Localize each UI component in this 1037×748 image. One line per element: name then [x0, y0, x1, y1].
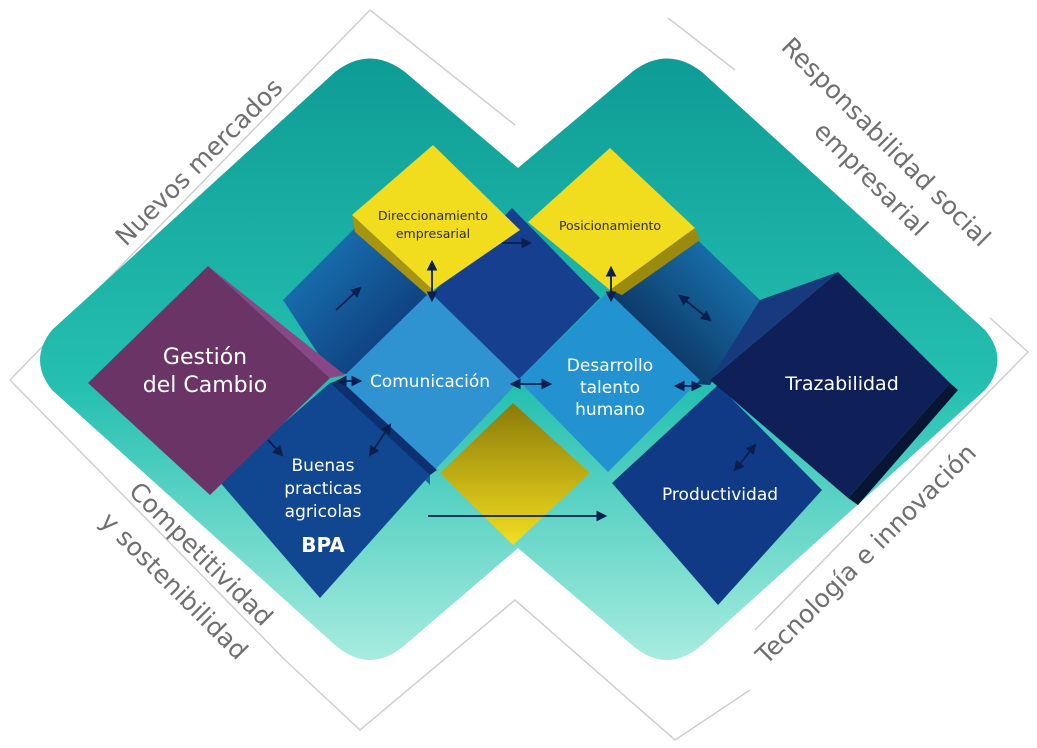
bottom-yellow-diamond — [440, 403, 590, 545]
direccionamiento-shade — [352, 215, 433, 300]
gestion-label-2: del Cambio — [143, 373, 267, 398]
posicionamiento-shade — [610, 228, 700, 295]
buenas-label-1: Buenas — [292, 456, 355, 476]
gestion-label-1: Gestión — [163, 345, 247, 370]
desarrollo-label-2: talento — [580, 378, 640, 398]
desarrollo-label-3: humano — [575, 400, 645, 420]
buenas-label-4: BPA — [301, 533, 345, 557]
desarrollo-block — [518, 292, 700, 472]
direccionamiento-label-1: Direccionamiento — [378, 208, 488, 223]
arrow-gestion-buenas — [267, 439, 284, 457]
outer-frame — [8, 9, 1030, 741]
desarrollo-label-1: Desarrollo — [567, 356, 653, 376]
arrow-posicionamiento-trazabilidad — [678, 294, 712, 322]
gestion-top — [88, 266, 330, 495]
trazabilidad-front — [710, 272, 950, 498]
productividad-label: Productividad — [662, 485, 778, 505]
arrow-gestion-direccionamiento — [335, 286, 362, 311]
trazabilidad-label: Trazabilidad — [784, 373, 899, 395]
buenas-label-2: practicas — [284, 479, 362, 499]
posicionamiento-label: Posicionamiento — [559, 218, 661, 233]
trazabilidad-left — [710, 272, 838, 380]
direccionamiento-block — [352, 145, 520, 290]
productividad-block — [612, 385, 822, 605]
comunicacion-block — [340, 292, 520, 475]
gestion-side — [208, 266, 345, 378]
trazabilidad-side — [848, 383, 958, 505]
direccionamiento-label-2: empresarial — [396, 226, 470, 241]
arrows — [267, 237, 757, 522]
comunicacion-label: Comunicación — [370, 372, 490, 392]
arrow-productividad-trazabilidad — [733, 443, 757, 472]
buenas-label-3: agricolas — [285, 502, 362, 522]
posicionamiento-block — [528, 148, 695, 290]
arrow-comunicacion-buenas — [368, 423, 392, 457]
